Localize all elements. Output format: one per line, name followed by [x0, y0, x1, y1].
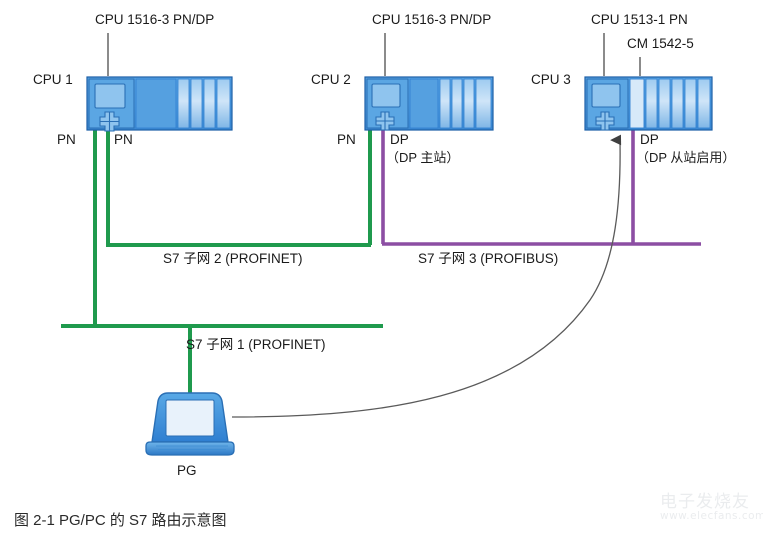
watermark-text: 电子发烧友 [660, 492, 750, 512]
cpu2-type-label: CPU 1516-3 PN/DP [372, 12, 492, 27]
cpu3-cm-label: CM 1542-5 [627, 36, 694, 51]
cpu3-side-label: CPU 3 [531, 72, 571, 87]
cpu3-port-dp-label: DP [640, 132, 659, 147]
cpu2-port-dp-label: DP [390, 132, 409, 147]
cpu1-port-pn2-label: PN [114, 132, 133, 147]
device-cpu2 [364, 76, 494, 131]
module-cm1542-5 [629, 78, 645, 129]
cpu3-port-dp-sublabel: （DP 从站启用） [636, 150, 736, 165]
s7-routing-path-pg-to-cpu3 [231, 134, 622, 418]
device-pg [145, 392, 235, 456]
cpu2-port-pn-label: PN [337, 132, 356, 147]
cpu2-side-label: CPU 2 [311, 72, 351, 87]
pg-label: PG [177, 463, 197, 478]
device-cpu3 [584, 76, 713, 131]
subnet1-label: S7 子网 1 (PROFINET) [186, 337, 326, 352]
subnet3-label: S7 子网 3 (PROFIBUS) [418, 251, 559, 266]
subnet2-label: S7 子网 2 (PROFINET) [163, 251, 303, 266]
cpu1-side-label: CPU 1 [33, 72, 73, 87]
cpu3-type-label: CPU 1513-1 PN [591, 12, 688, 27]
cpu1-port-pn1-label: PN [57, 132, 76, 147]
device-cpu1 [86, 76, 233, 132]
watermark-url: www.elecfans.com [660, 510, 763, 522]
cpu2-port-dp-sublabel: （DP 主站） [386, 150, 460, 165]
watermark: 电子发烧友 www.elecfans.com [660, 487, 763, 522]
figure-caption: 图 2-1 PG/PC 的 S7 路由示意图 [14, 512, 227, 529]
cpu1-type-label: CPU 1516-3 PN/DP [95, 12, 215, 27]
